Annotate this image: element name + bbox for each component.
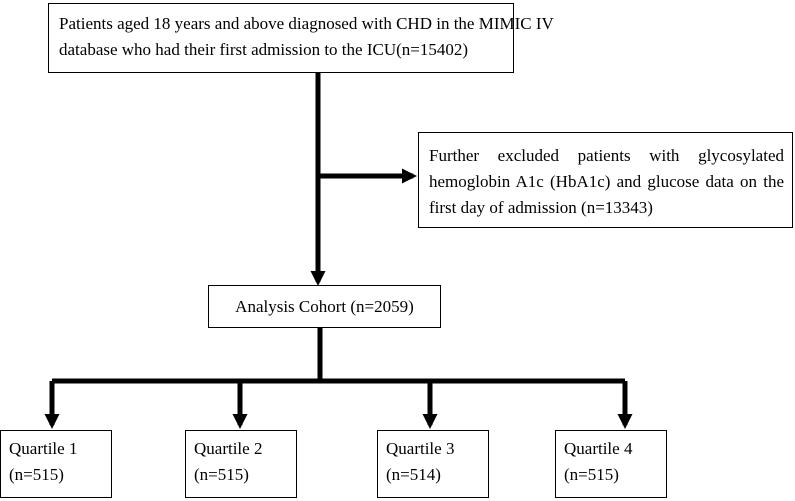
quartile-1-count: (n=515) [9,465,64,484]
analysis-cohort-label: Analysis Cohort (n=2059) [235,296,414,316]
quartile-3-count: (n=514) [386,465,441,484]
quartile-3-box: Quartile 3 (n=514) [377,430,489,498]
initial-population-line-2: database who had their first admission t… [59,40,469,59]
quartile-1-box: Quartile 1 (n=515) [0,430,112,498]
initial-population-box: Patients aged 18 years and above diagnos… [48,3,554,73]
quartile-2-label: Quartile 2 [194,439,263,458]
exclusion-box: Further excluded patients with glycosyla… [418,132,793,228]
quartile-1-label: Quartile 1 [9,439,78,458]
quartile-2-box: Quartile 2 (n=515) [185,430,297,498]
quartile-4-box: Quartile 4 (n=515) [555,430,667,498]
quartile-2-count: (n=515) [194,465,249,484]
initial-population-line-1: Patients aged 18 years and above diagnos… [59,14,554,33]
quartile-3-label: Quartile 3 [386,439,455,458]
exclusion-line-1: Further excluded patients with glycosyla… [429,146,784,165]
exclusion-line-2: hemoglobin A1c (HbA1c) and glucose data … [429,172,784,191]
quartile-4-label: Quartile 4 [564,439,633,458]
exclusion-line-3: first day of admission (n=13343) [429,198,653,217]
analysis-cohort-box: Analysis Cohort (n=2059) [208,285,441,328]
quartile-4-count: (n=515) [564,465,619,484]
